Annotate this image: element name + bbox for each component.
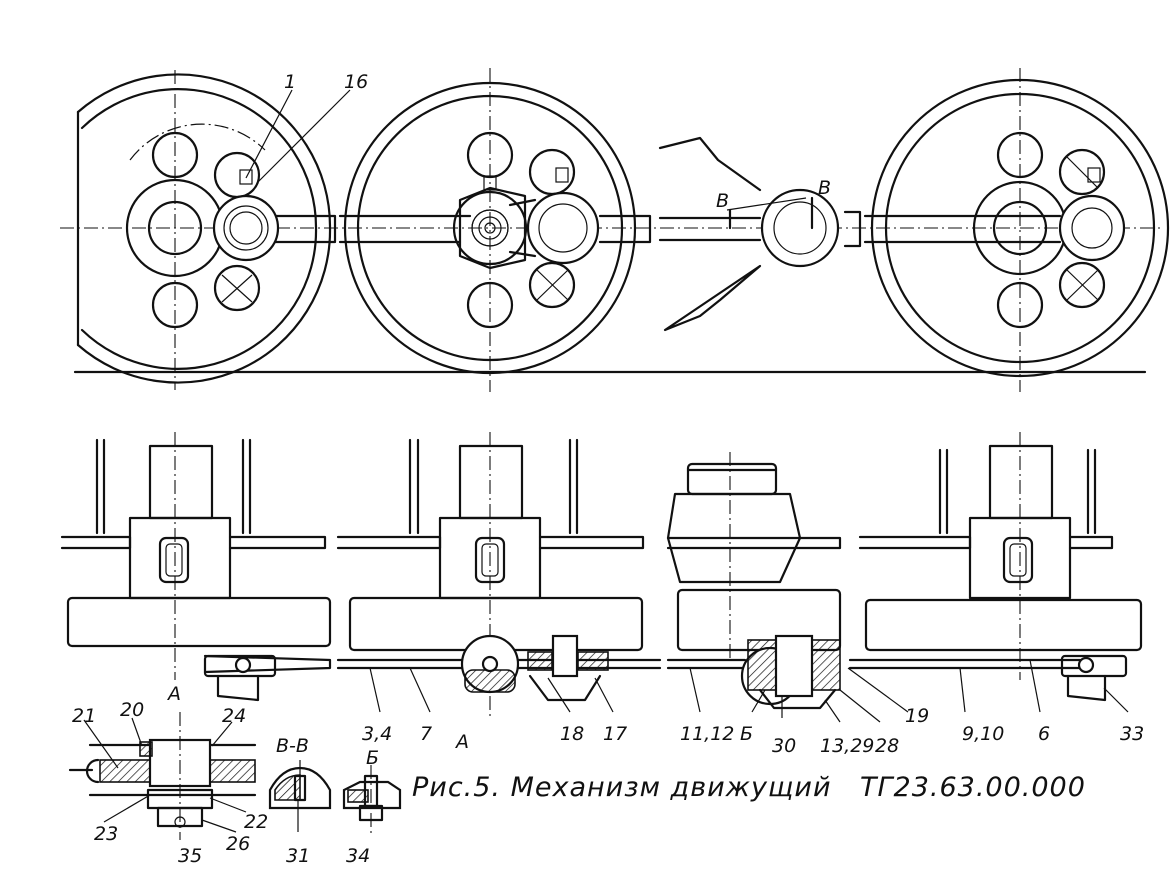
section-mark-b-right: В — [818, 177, 831, 199]
part-label-23: 23 — [94, 823, 118, 845]
section-bb — [268, 760, 332, 832]
part-label-24: 24 — [222, 705, 246, 727]
section-mark-b-left: В — [716, 190, 729, 212]
leaders — [369, 659, 1129, 723]
detail-a — [68, 712, 257, 840]
part-label-3-4: 3,4 — [362, 723, 392, 745]
view-b — [342, 765, 402, 835]
part-label-11-12: 11,12 — [680, 723, 734, 745]
crosshead-guide — [658, 136, 762, 332]
part-label-17: 17 — [603, 723, 627, 745]
axlebox-1 — [60, 432, 332, 680]
rods-plan — [203, 634, 1128, 710]
part-label-16: 16 — [344, 71, 368, 93]
part-label-7: 7 — [420, 723, 432, 745]
part-label-6: 6 — [1038, 723, 1050, 745]
view-b-bottom: Б — [740, 723, 753, 745]
drawing-code: ТГ23.63.00.000 — [860, 772, 1086, 803]
part-label-21: 21 — [72, 705, 96, 727]
part-label-34: 34 — [346, 845, 370, 867]
part-label-20: 20 — [120, 699, 144, 721]
labels: 1 16 В В А 3,4 7 А 18 17 11,12 Б 30 13,2… — [72, 71, 1144, 867]
wheel-1 — [76, 70, 332, 390]
part-label-1: 1 — [284, 71, 296, 93]
part-label-18: 18 — [560, 723, 584, 745]
part-label-26: 26 — [226, 833, 250, 855]
part-label-28: 28 — [875, 735, 899, 757]
part-label-22: 22 — [244, 811, 268, 833]
view-title-b: Б — [366, 747, 379, 769]
view-a-left: А — [166, 683, 181, 705]
part-label-35: 35 — [178, 845, 202, 867]
top-view — [60, 68, 1170, 392]
plan-view — [60, 432, 1143, 723]
part-label-33: 33 — [1120, 723, 1144, 745]
axlebox-4 — [858, 432, 1143, 680]
side-rods — [212, 167, 1126, 270]
crosshead-body — [666, 452, 842, 660]
part-label-19: 19 — [905, 705, 929, 727]
part-label-31: 31 — [286, 845, 310, 867]
figure-caption: Рис.5. Механизм движущий — [412, 772, 832, 803]
section-title-bb: В-В — [276, 735, 309, 757]
part-label-30: 30 — [772, 735, 796, 757]
part-label-9-10: 9,10 — [962, 723, 1004, 745]
view-a-mid: А — [454, 731, 469, 753]
part-label-13-29: 13,29 — [820, 735, 874, 757]
